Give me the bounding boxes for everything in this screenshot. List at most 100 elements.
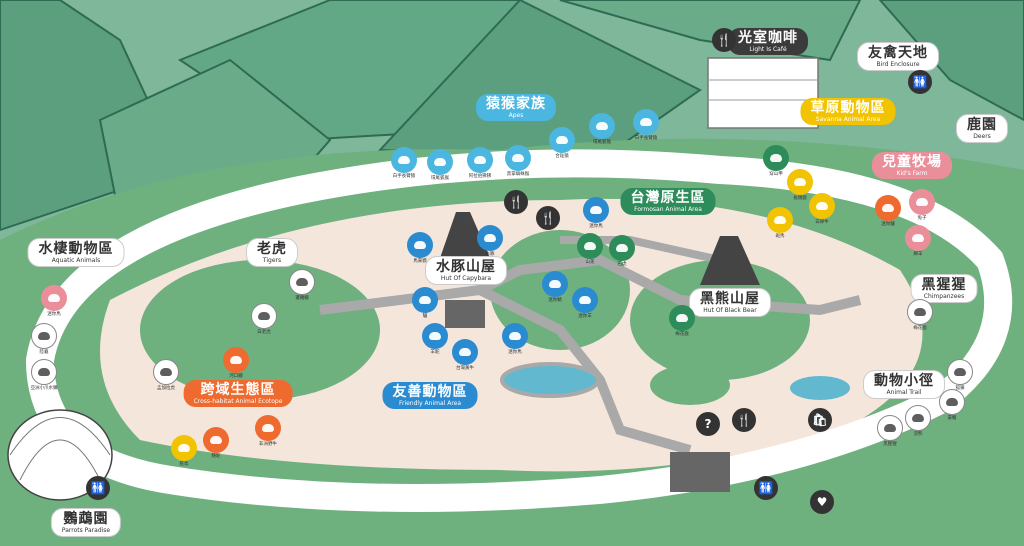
animal-marker-otter[interactable] xyxy=(31,359,57,385)
animal-marker-label: 迷你馬 xyxy=(589,224,603,229)
animal-marker-shetland[interactable] xyxy=(583,197,609,223)
animal-marker-label: 山羌 xyxy=(585,260,595,265)
animal-icon xyxy=(640,118,652,126)
restaurant-icon[interactable]: 🍴 xyxy=(504,190,528,214)
animal-marker-pony[interactable] xyxy=(41,285,67,311)
restaurant-icon[interactable]: 🍴 xyxy=(712,28,736,52)
animal-marker-label: 白老虎 xyxy=(257,330,271,335)
animal-marker-rhino[interactable] xyxy=(809,193,835,219)
animal-icon xyxy=(509,332,521,340)
restroom-icon[interactable]: 🚻 xyxy=(754,476,778,500)
restroom-icon[interactable]: 🚻 xyxy=(908,70,932,94)
animal-icon xyxy=(230,356,242,364)
animal-marker-camel[interactable] xyxy=(203,427,229,453)
animal-marker-sika[interactable] xyxy=(907,299,933,325)
animal-marker-ring-tailed[interactable] xyxy=(589,113,615,139)
animal-icon xyxy=(484,234,496,242)
animal-marker-giraffe[interactable] xyxy=(787,169,813,195)
animal-marker-bengal-tiger[interactable] xyxy=(153,359,179,385)
animal-marker-baboon[interactable] xyxy=(467,147,493,173)
animal-marker-label: 鴕鳥 xyxy=(179,462,189,467)
animal-icon xyxy=(398,156,410,164)
animal-icon xyxy=(262,424,274,432)
animal-marker-formosan-deer[interactable] xyxy=(669,305,695,331)
animal-marker-tapir[interactable] xyxy=(407,232,433,258)
animal-marker-white-handed[interactable] xyxy=(633,109,659,135)
animal-marker-lar-gibbon[interactable] xyxy=(391,147,417,173)
animal-marker-donkey[interactable] xyxy=(412,287,438,313)
animal-marker-cattle[interactable] xyxy=(452,339,478,365)
animal-marker-sheep[interactable] xyxy=(905,225,931,251)
animal-marker-ostrich[interactable] xyxy=(171,435,197,461)
animal-marker-porcupine[interactable] xyxy=(939,389,965,415)
animal-icon xyxy=(916,198,928,206)
animal-marker-lemur[interactable] xyxy=(427,149,453,175)
animal-marker-deer-2[interactable] xyxy=(875,195,901,221)
animal-marker-bear-cat[interactable] xyxy=(609,235,635,261)
animal-marker-muntjac[interactable] xyxy=(577,233,603,259)
animal-marker-label: 暹羅鱷 xyxy=(295,296,309,301)
animal-marker-label: 長頸鹿 xyxy=(793,196,807,201)
animal-marker-label: 水豚 xyxy=(485,252,495,257)
animal-marker-meerkat[interactable] xyxy=(947,359,973,385)
animal-marker-pangolin[interactable] xyxy=(763,145,789,171)
animal-marker-crocodile[interactable] xyxy=(289,269,315,295)
animal-marker-dwarf-goat[interactable] xyxy=(572,287,598,313)
animal-marker-alpaca[interactable] xyxy=(422,323,448,349)
animal-marker-hippo[interactable] xyxy=(223,347,249,373)
animal-marker-label: 羊駝 xyxy=(430,350,440,355)
animal-icon xyxy=(770,154,782,162)
animal-marker-spider-monkey[interactable] xyxy=(505,145,531,171)
animal-marker-label: 石虎 xyxy=(617,262,627,267)
animal-marker-siamang[interactable] xyxy=(549,127,575,153)
animal-marker-label: 驢 xyxy=(422,314,428,319)
restaurant-icon[interactable]: 🍴 xyxy=(536,206,560,230)
animal-marker-label: 白手長臂猿 xyxy=(634,136,658,141)
animal-marker-pig[interactable] xyxy=(542,271,568,297)
animal-icon xyxy=(210,436,222,444)
animal-icon xyxy=(556,136,568,144)
animal-marker-label: 陸龜 xyxy=(39,350,49,355)
animal-icon xyxy=(48,294,60,302)
animal-icon xyxy=(816,202,828,210)
info-icon[interactable]: ? xyxy=(696,412,720,436)
animal-marker-label: 迷你羊 xyxy=(578,314,592,319)
animal-icon xyxy=(178,444,190,452)
animal-marker-tortoise[interactable] xyxy=(31,323,57,349)
animal-icon xyxy=(914,308,926,316)
animal-marker-rabbit[interactable] xyxy=(909,189,935,215)
first-aid-icon[interactable]: ♥ xyxy=(810,490,834,514)
animal-marker-chimp[interactable] xyxy=(877,415,903,441)
animal-marker-label: 孟加拉虎 xyxy=(157,386,175,391)
animal-icon xyxy=(579,296,591,304)
animal-marker-buffalo[interactable] xyxy=(255,415,281,441)
animal-marker-goat-1[interactable] xyxy=(502,323,528,349)
animal-marker-label: 白手長臂猿 xyxy=(392,174,416,179)
animal-marker-label: 合趾猿 xyxy=(555,154,569,159)
restroom-icon[interactable]: 🚻 xyxy=(86,476,110,500)
animal-marker-zebra[interactable] xyxy=(767,207,793,233)
animal-marker-capybara[interactable] xyxy=(477,225,503,251)
animal-marker-raccoon[interactable] xyxy=(905,405,931,431)
shop-icon[interactable]: 🛍 xyxy=(808,408,832,432)
animal-icon xyxy=(160,368,172,376)
animal-marker-white-tiger[interactable] xyxy=(251,303,277,329)
restaurant-icon[interactable]: 🍴 xyxy=(732,408,756,432)
